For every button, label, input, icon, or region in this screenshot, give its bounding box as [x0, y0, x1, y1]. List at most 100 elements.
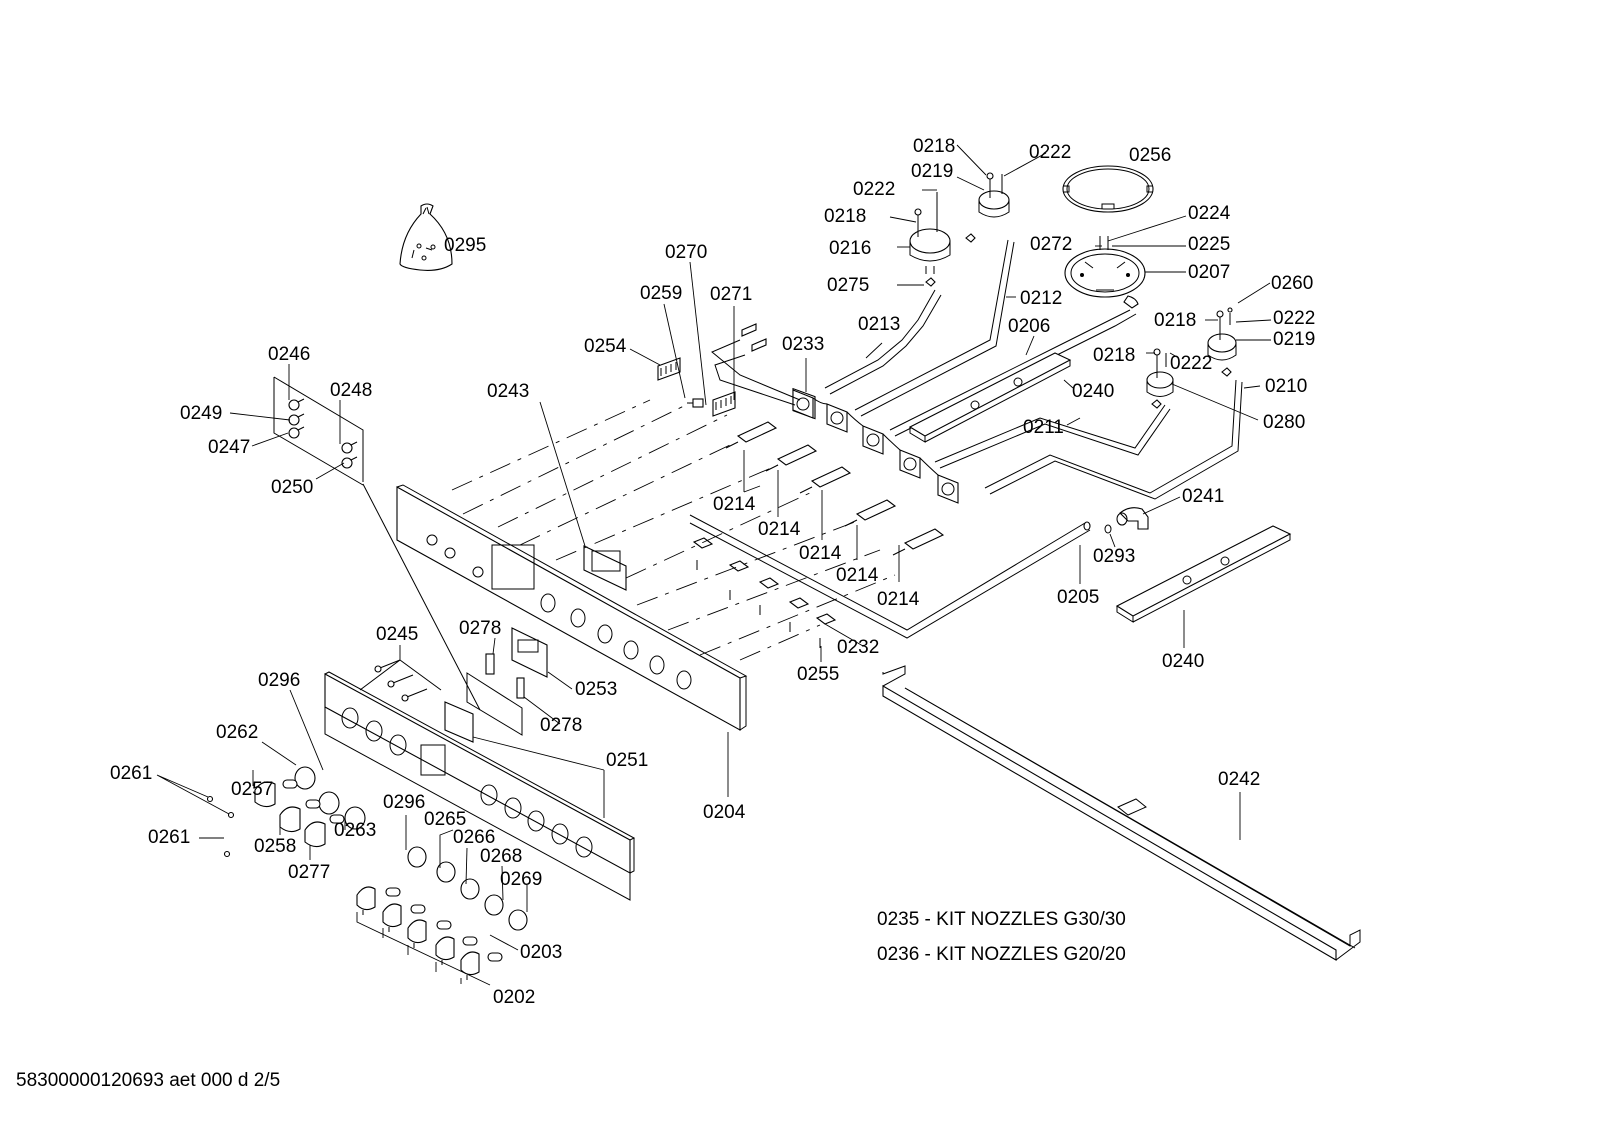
- burner-tray-bar-0240-part: [1115, 525, 1292, 623]
- clock-module-part: [511, 627, 548, 678]
- callout-0206: 0206: [1008, 316, 1050, 337]
- kit-note-g20: 0236 - KIT NOZZLES G20/20: [877, 944, 1126, 965]
- callout-0260: 0260: [1271, 273, 1313, 294]
- callout-0213: 0213: [858, 314, 900, 335]
- burner-cap-ring-part: [1062, 165, 1154, 213]
- callout-0275: 0275: [827, 275, 869, 296]
- callout-0240: 0240: [1072, 381, 1114, 402]
- callout-0219: 0219: [911, 161, 953, 182]
- callout-0219: 0219: [1273, 329, 1315, 350]
- leader-lines: [156, 144, 1272, 986]
- document-footer: 58300000120693 aet 000 d 2/5: [16, 1070, 280, 1091]
- callout-0241: 0241: [1182, 486, 1224, 507]
- callout-0249: 0249: [180, 403, 222, 424]
- callout-0254: 0254: [584, 336, 627, 357]
- gas-manifold-part: [711, 323, 959, 504]
- callout-0247: 0247: [208, 437, 250, 458]
- burner-0219-part: [965, 172, 1010, 243]
- burner-tray-bar-0206-part: [908, 352, 1072, 443]
- callout-0262: 0262: [216, 722, 258, 743]
- callout-0204: 0204: [703, 802, 746, 823]
- control-panel-back-part: [396, 484, 748, 731]
- callout-0212: 0212: [1020, 288, 1062, 309]
- callout-0296: 0296: [383, 792, 425, 813]
- elbow-fitting-part: [1116, 507, 1149, 530]
- gas-taps-part: [725, 421, 945, 556]
- callout-0263: 0263: [334, 820, 376, 841]
- callout-0225: 0225: [1188, 234, 1230, 255]
- callout-0243: 0243: [487, 381, 529, 402]
- callout-0270: 0270: [665, 242, 707, 263]
- screw-plate-part: [273, 376, 481, 711]
- callout-0296: 0296: [258, 670, 300, 691]
- callout-0203: 0203: [520, 942, 562, 963]
- callout-0207: 0207: [1188, 262, 1230, 283]
- callout-0218: 0218: [913, 136, 955, 157]
- callout-0261: 0261: [110, 763, 152, 784]
- callout-0214: 0214: [836, 565, 879, 586]
- callout-0265: 0265: [424, 809, 466, 830]
- brackets-part: [692, 537, 837, 648]
- callout-0216: 0216: [829, 238, 871, 259]
- callout-0246: 0246: [268, 344, 310, 365]
- callout-0251: 0251: [606, 750, 648, 771]
- knob-group-left-part: [206, 766, 366, 858]
- callout-0232: 0232: [837, 637, 879, 658]
- callout-0240: 0240: [1162, 651, 1204, 672]
- callout-0214: 0214: [758, 519, 801, 540]
- display-bracket-part: [583, 545, 627, 591]
- switch-block-0270-part: [712, 391, 736, 417]
- callout-0248: 0248: [330, 380, 372, 401]
- assembly-dash-lines: [451, 399, 896, 661]
- callout-0269: 0269: [500, 869, 542, 890]
- burner-0280-part: [1146, 348, 1174, 409]
- callout-0257: 0257: [231, 779, 273, 800]
- callout-0211: 0211: [1023, 417, 1064, 438]
- callout-0214: 0214: [713, 494, 756, 515]
- callout-0245: 0245: [376, 624, 418, 645]
- callout-0253: 0253: [575, 679, 617, 700]
- callout-0259: 0259: [640, 283, 682, 304]
- burner-0216-part: [909, 192, 951, 287]
- callout-0210: 0210: [1265, 376, 1307, 397]
- washer-part: [1104, 524, 1112, 534]
- callout-0268: 0268: [480, 846, 522, 867]
- callout-0293: 0293: [1093, 546, 1135, 567]
- callout-0202: 0202: [493, 987, 535, 1008]
- callout-0205: 0205: [1057, 587, 1099, 608]
- kit-note-g30: 0235 - KIT NOZZLES G30/30: [877, 909, 1126, 930]
- callout-0280: 0280: [1263, 412, 1305, 433]
- callout-0242: 0242: [1218, 769, 1260, 790]
- callout-0218: 0218: [824, 206, 866, 227]
- callout-0214: 0214: [799, 543, 842, 564]
- callout-0222: 0222: [1170, 353, 1212, 374]
- callout-0278: 0278: [459, 618, 501, 639]
- callout-0250: 0250: [271, 477, 313, 498]
- callout-0224: 0224: [1188, 203, 1231, 224]
- callout-0233: 0233: [782, 334, 824, 355]
- accessory-bag-part: [399, 203, 453, 271]
- callout-0278: 0278: [540, 715, 582, 736]
- knob-group-bottom-part: [356, 846, 528, 980]
- switch-block-0254-part: [657, 357, 681, 381]
- callout-0222: 0222: [1029, 142, 1071, 163]
- burner-right-part: [1207, 307, 1237, 377]
- wok-burner-part: [1064, 236, 1146, 309]
- callout-labels: 0218 0222 0256 0219 0222 0218 0216 0275 …: [110, 136, 1315, 1008]
- long-screws-part: [359, 659, 442, 702]
- callout-0218: 0218: [1093, 345, 1135, 366]
- callout-0277: 0277: [288, 862, 330, 883]
- bottom-tray-part: [882, 665, 1361, 961]
- front-control-panel-part: [324, 671, 636, 901]
- callout-0272: 0272: [1030, 234, 1072, 255]
- callout-0266: 0266: [453, 827, 495, 848]
- callout-0218: 0218: [1154, 310, 1196, 331]
- callout-0255: 0255: [797, 664, 839, 685]
- callout-0222: 0222: [853, 179, 895, 200]
- callout-0256: 0256: [1129, 145, 1171, 166]
- callout-0271: 0271: [710, 284, 752, 305]
- connector-plate-part: [466, 653, 525, 736]
- callout-0295: 0295: [444, 235, 486, 256]
- gas-rail-part: [689, 514, 1091, 639]
